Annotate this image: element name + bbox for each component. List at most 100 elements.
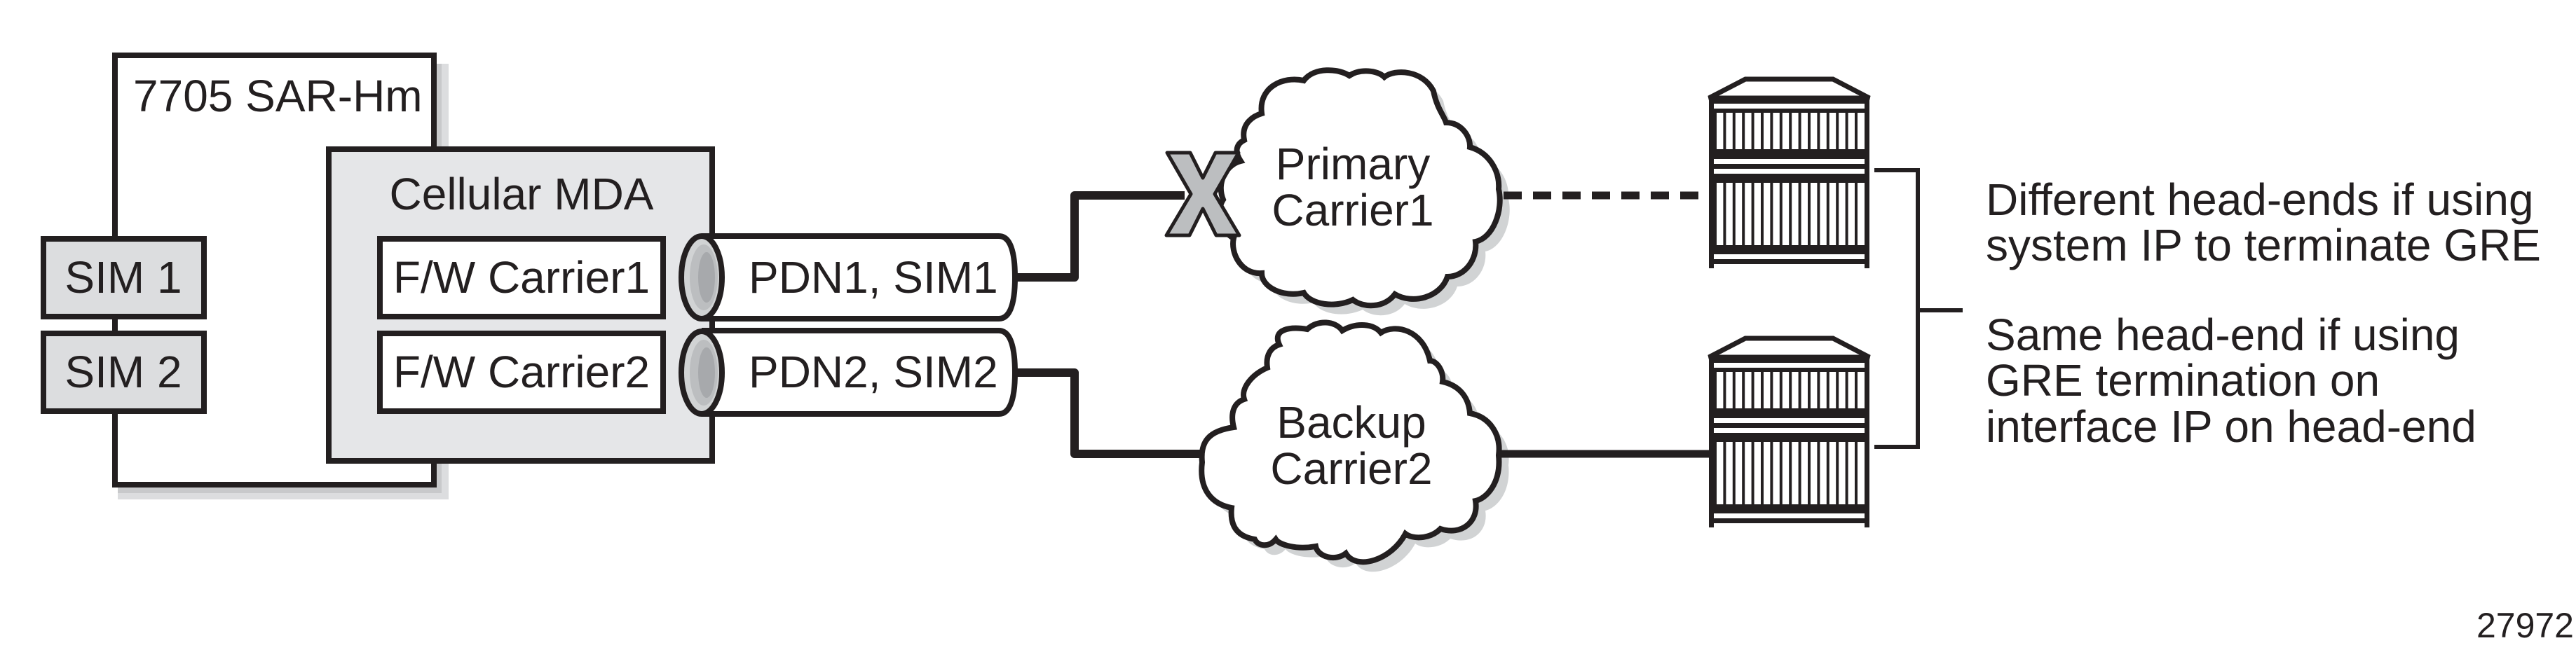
router-slot-bar (1808, 183, 1811, 245)
link-backup (1016, 368, 1202, 458)
router-slot-bar (1836, 113, 1839, 149)
router-slot-bar (1845, 183, 1848, 245)
router-slot-bar (1770, 372, 1773, 408)
router-slot-bar (1751, 442, 1754, 504)
router-slot-bar (1770, 183, 1773, 245)
router-slot-bar (1855, 113, 1858, 149)
router-slot-bar (1836, 442, 1839, 504)
router-slot-bar (1723, 113, 1726, 149)
cloud-primary-carrier1[interactable]: Primary Carrier1 (1217, 67, 1510, 316)
router-slot-bar (1845, 442, 1848, 504)
router-slot-bar (1855, 442, 1858, 504)
cloud-primary-line1: Primary (1276, 139, 1430, 189)
router-slot-bar (1855, 183, 1858, 245)
router-slot-bar (1732, 183, 1736, 245)
router-slot-bar (1808, 113, 1811, 149)
note-different-head-ends: Different head-ends if using system IP t… (1986, 174, 2541, 270)
router-slot-bar (1817, 442, 1820, 504)
router-slot-bar (1723, 442, 1726, 504)
mda-label: Cellular MDA (390, 169, 654, 219)
router-slot-bar (1761, 372, 1764, 408)
failure-x-icon: X (1164, 151, 1241, 237)
router-slot-bar (1789, 372, 1792, 408)
tunnel-1-label: PDN1, SIM1 (749, 252, 998, 303)
firmware-carrier-2-label: F/W Carrier2 (393, 347, 650, 397)
figure-id: 27972 (2476, 606, 2574, 645)
router-slot-bar (1789, 442, 1792, 504)
router-slot-bar (1761, 113, 1764, 149)
tunnel-pdn2-sim2[interactable]: PDN2, SIM2 (679, 328, 1018, 417)
router-slot-bar (1789, 113, 1792, 149)
router-slot-bar (1761, 183, 1764, 245)
router-slot-bar (1798, 442, 1801, 504)
router-slot-bar (1845, 372, 1848, 408)
router-slot-bar (1779, 113, 1783, 149)
router-slot-bar (1742, 183, 1745, 245)
note-1-line-1: Different head-ends if using (1986, 174, 2534, 225)
sim-slot-2[interactable]: SIM 2 (41, 331, 207, 414)
cloud-primary-line2: Carrier1 (1272, 185, 1433, 235)
router-slot-bar (1808, 442, 1811, 504)
router-slot-bar (1798, 183, 1801, 245)
router-slot-bar (1723, 372, 1726, 408)
router-slot-bar (1826, 442, 1829, 504)
router-slot-bar (1770, 113, 1773, 149)
router-slot-bar (1714, 372, 1717, 408)
router-chassis-icon (1714, 113, 1858, 245)
head-end-router-2[interactable] (1709, 338, 1869, 527)
router-slot-bar (1836, 372, 1839, 408)
firmware-carrier-1-label: F/W Carrier1 (393, 252, 650, 303)
firmware-carrier-1[interactable]: F/W Carrier1 (377, 236, 666, 319)
router-slot-bar (1798, 372, 1801, 408)
router-slot-bar (1845, 113, 1848, 149)
note-1-line-2: system IP to terminate GRE (1986, 220, 2541, 270)
cellular-mda: Cellular MDA F/W Carrier1 F/W Carrier2 (326, 146, 715, 464)
router-slot-bar (1817, 372, 1820, 408)
note-2-line-2: GRE termination on (1986, 355, 2380, 406)
router-slot-bar (1742, 113, 1745, 149)
router-slot-bar (1855, 372, 1858, 408)
firmware-carrier-2[interactable]: F/W Carrier2 (377, 331, 666, 414)
device-label: 7705 SAR-Hm (133, 71, 423, 121)
sim-2-label: SIM 2 (64, 347, 182, 397)
router-slot-bar (1751, 372, 1754, 408)
router-slot-bar (1732, 113, 1736, 149)
router-slot-bar (1826, 183, 1829, 245)
router-slot-bar (1817, 113, 1820, 149)
router-slot-bar (1779, 442, 1783, 504)
router-slot-bar (1826, 113, 1829, 149)
router-slot-bar (1751, 183, 1754, 245)
sim-1-label: SIM 1 (64, 252, 182, 303)
router-slot-bar (1808, 372, 1811, 408)
router-slot-bar (1798, 113, 1801, 149)
link-primary (1016, 191, 1185, 282)
router-slot-bar (1761, 442, 1764, 504)
router-slot-bar (1742, 372, 1745, 408)
router-slot-bar (1770, 442, 1773, 504)
router-slot-bar (1742, 442, 1745, 504)
router-slot-bar (1817, 183, 1820, 245)
router-chassis-icon (1714, 372, 1858, 504)
router-slot-bar (1789, 183, 1792, 245)
tunnel-2-label: PDN2, SIM2 (749, 347, 998, 397)
sim-slot-1[interactable]: SIM 1 (41, 236, 207, 319)
head-end-router-1[interactable] (1709, 79, 1869, 268)
router-slot-bar (1779, 372, 1783, 408)
router-slot-bar (1732, 442, 1736, 504)
router-slot-bar (1714, 183, 1717, 245)
cloud-outline (1217, 67, 1503, 309)
cloud-backup-line2: Carrier2 (1270, 443, 1432, 494)
router-slot-bar (1714, 442, 1717, 504)
router-slot-bar (1732, 372, 1736, 408)
router-slot-bar (1836, 183, 1839, 245)
tunnel-pdn1-sim1[interactable]: PDN1, SIM1 (679, 233, 1018, 321)
cloud-outline (1199, 319, 1502, 565)
cloud-backup-line1: Backup (1276, 397, 1426, 448)
note-2-line-1: Same head-end if using (1986, 310, 2460, 360)
router-slot-bar (1751, 113, 1754, 149)
router-slot-bar (1714, 113, 1717, 149)
cloud-backup-carrier2[interactable]: Backup Carrier2 (1199, 319, 1509, 572)
note-same-head-end: Same head-end if using GRE termination o… (1986, 310, 2476, 452)
head-end-bracket (1874, 168, 1920, 449)
